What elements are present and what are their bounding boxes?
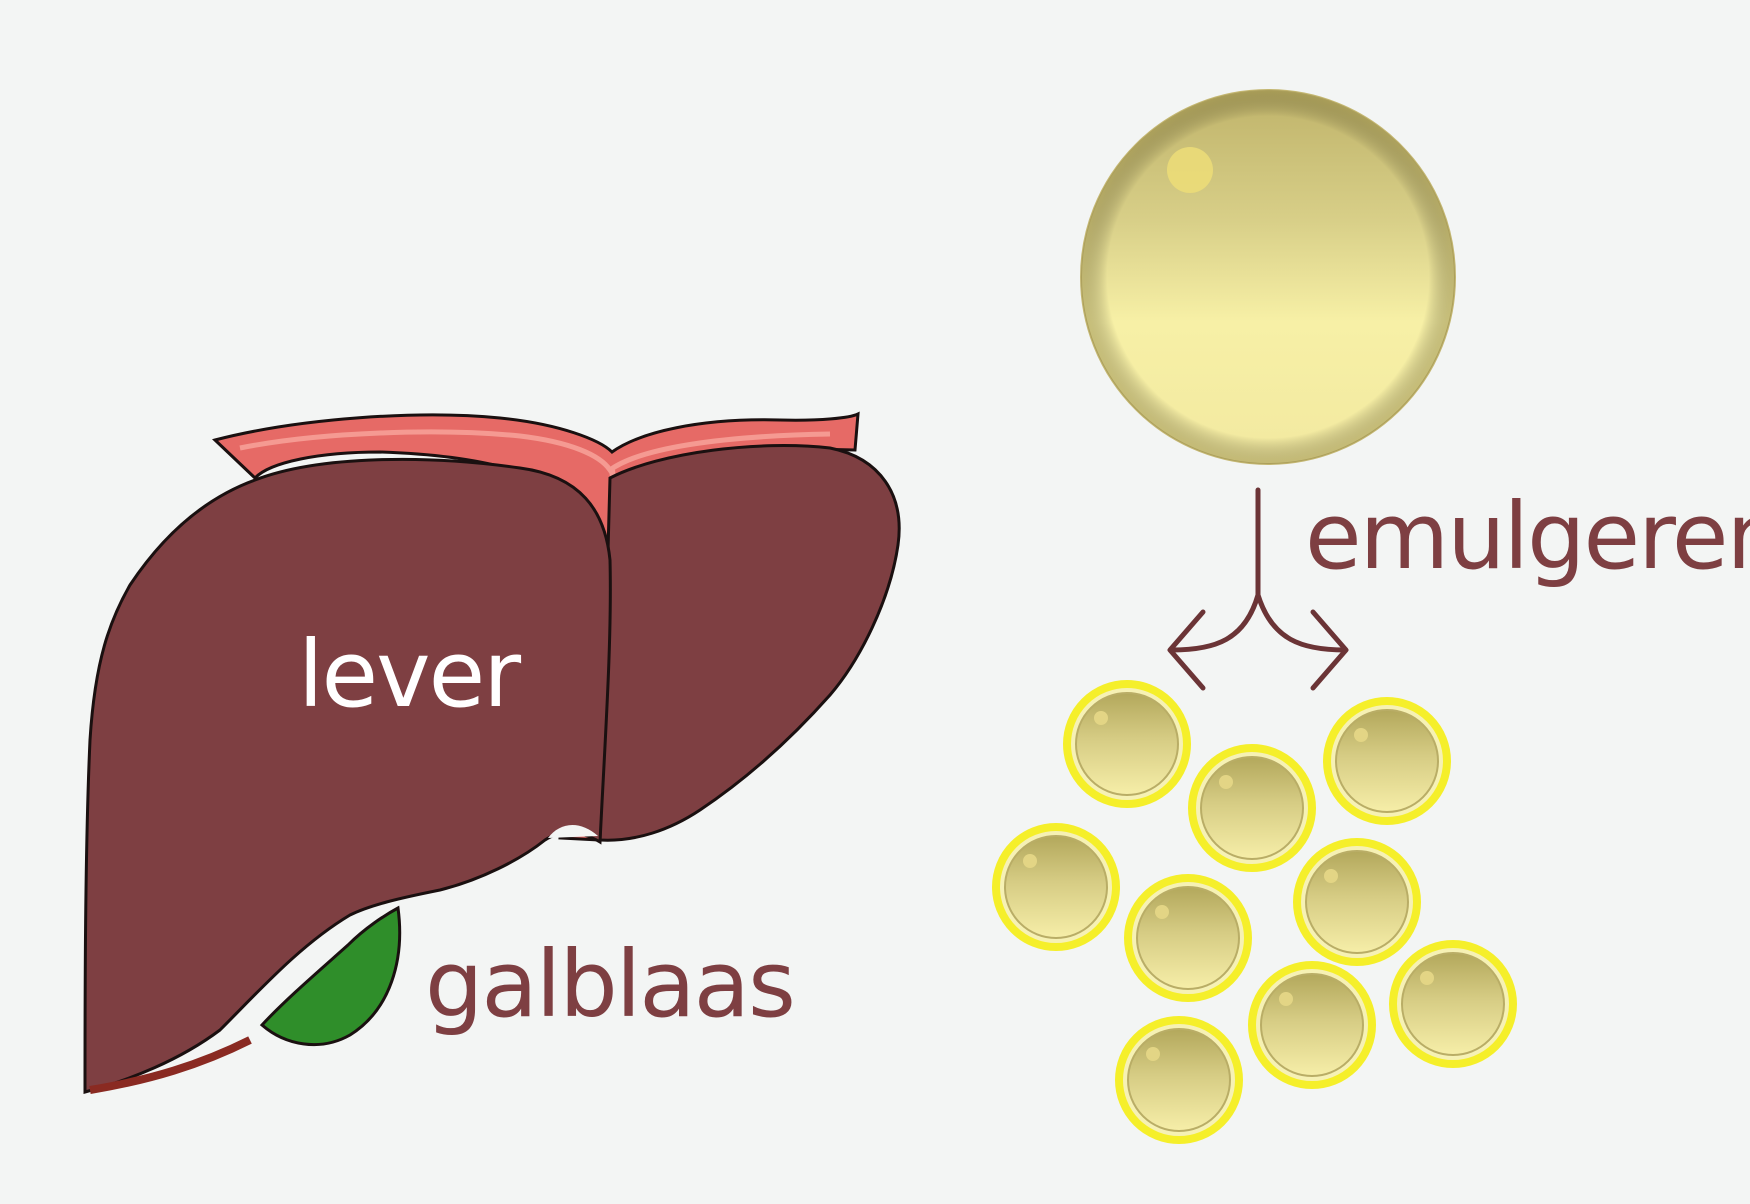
fat-droplet-icon <box>1248 961 1376 1089</box>
liver-ligament-highlight <box>239 429 831 474</box>
fat-droplet-icon <box>1323 697 1451 825</box>
liver-icon <box>83 411 901 1094</box>
gallbladder-label: galblaas <box>425 931 794 1038</box>
fat-droplet-icon <box>1115 1016 1243 1144</box>
fat-droplets <box>992 680 1517 1144</box>
liver-right-lobe <box>598 444 901 842</box>
liver-left-lobe <box>83 457 612 1094</box>
fat-droplet-icon <box>1063 680 1191 808</box>
liver-notch <box>548 824 598 838</box>
fat-globule-icon <box>1080 89 1456 465</box>
split-arrow-icon <box>1167 487 1349 691</box>
emulsify-label: emulgeren <box>1305 483 1750 590</box>
fat-droplet-icon <box>1389 940 1517 1068</box>
fat-droplet-icon <box>1293 838 1421 966</box>
fat-droplet-icon <box>1188 744 1316 872</box>
fat-droplet-icon <box>992 823 1120 951</box>
liver-label: lever <box>298 621 521 728</box>
gallbladder-icon <box>259 905 402 1047</box>
fat-droplet-icon <box>1124 874 1252 1002</box>
liver-lower-edge <box>89 1036 252 1094</box>
